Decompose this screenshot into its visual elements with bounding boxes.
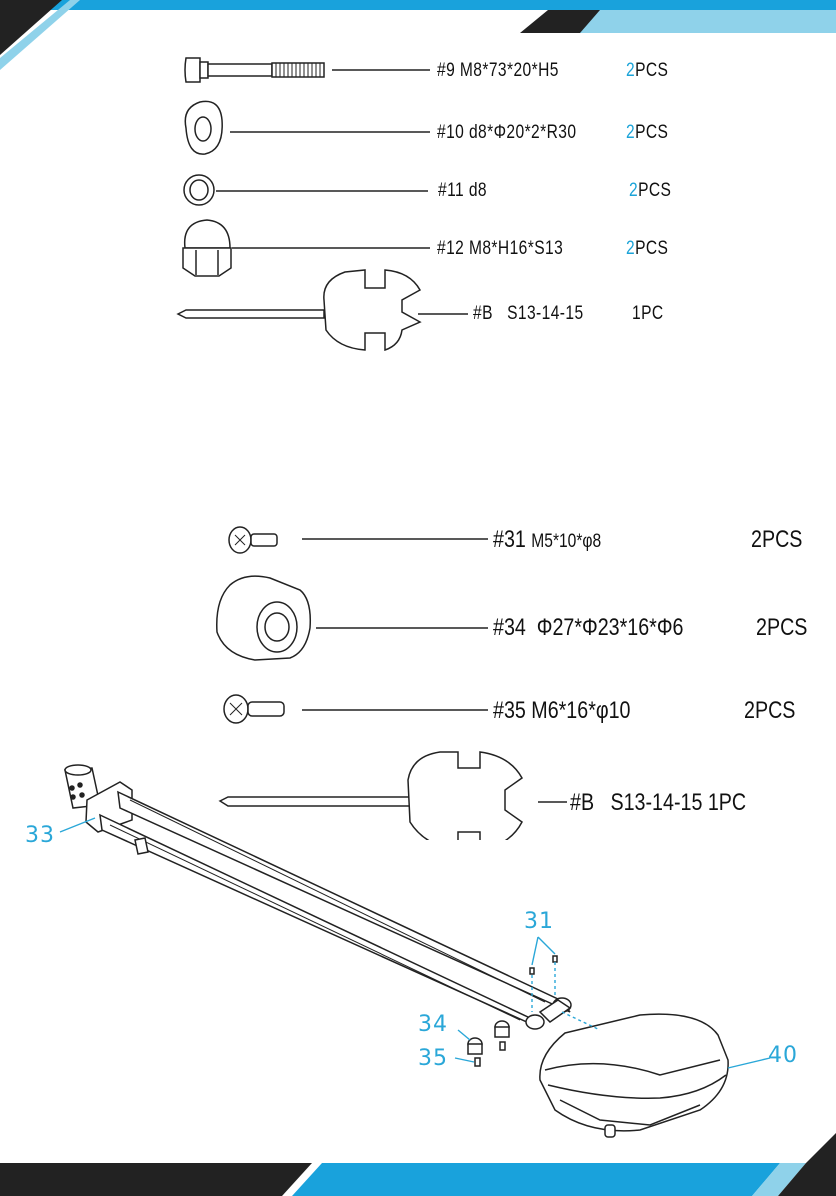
- callout-40: 40: [768, 1043, 798, 1068]
- callout-34: 34: [418, 1012, 448, 1037]
- end-cap-illustration: [540, 1014, 728, 1137]
- callout-31: 31: [524, 909, 554, 934]
- callout-33: 33: [25, 823, 55, 848]
- rail-tubes-illustration: [100, 792, 571, 1029]
- callout-35: 35: [418, 1046, 448, 1071]
